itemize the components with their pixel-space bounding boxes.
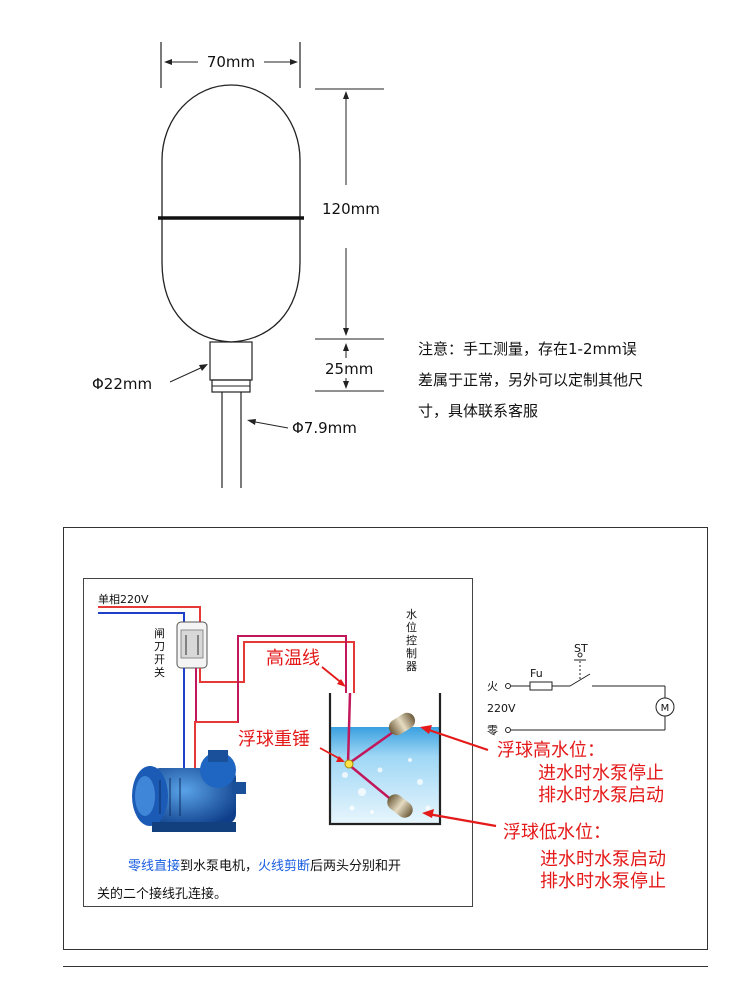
float-high-line-1: 进水时水泵停止	[538, 763, 664, 784]
measurement-note: 注意：手工测量，存在1-2mm误 差属于正常，另外可以定制其他尺 寸，具体联系客…	[418, 334, 718, 427]
caption-mid-2: 后两头分别和开	[310, 859, 401, 874]
switch-label: ST	[574, 642, 588, 655]
note-line-3: 寸，具体联系客服	[418, 402, 539, 420]
float-low-title: 浮球低水位：	[503, 822, 611, 843]
circuit-voltage-label: 220V	[487, 702, 516, 715]
live-red-wire-3	[194, 721, 238, 770]
neck-dimension-label: 25mm	[325, 360, 373, 378]
fuse-symbol	[529, 681, 553, 691]
note-line-1: 注意：手工测量，存在1-2mm误	[418, 340, 637, 358]
cable-diameter-label: Φ7.9mm	[292, 419, 357, 437]
controller-char-2: 位	[406, 620, 417, 634]
wiring-caption-line-1: 零线直接到水泵电机，火线剪断后两头分别和开	[128, 858, 401, 874]
supply-red-wire	[98, 606, 201, 622]
float-cable-high	[347, 728, 397, 766]
controller-char-5: 器	[406, 660, 417, 673]
supply-blue-wire	[98, 612, 185, 622]
float-high-line-2: 排水时水泵启动	[538, 785, 664, 806]
wiring-diagram-frame	[63, 527, 708, 950]
knife-switch-char-2: 刀	[154, 640, 165, 653]
float-ball-outline	[161, 84, 301, 343]
circuit-neutral-label: 零	[487, 724, 498, 737]
caption-live: 火线剪断	[258, 858, 310, 874]
note-line-2: 差属于正常，另外可以定制其他尺	[418, 371, 644, 389]
motor-label: M	[661, 703, 670, 714]
circuit-live-label: 火	[487, 680, 498, 693]
water-bubbles	[342, 758, 431, 814]
float-cable-low	[347, 763, 395, 803]
float-low-line-2: 排水时水泵停止	[540, 871, 666, 892]
height-dimension-label: 120mm	[322, 200, 380, 218]
float-weight-label: 浮球重锤	[238, 729, 310, 750]
single-phase-label: 单相220V	[98, 593, 149, 606]
fuse-label: Fu	[530, 667, 543, 680]
float-low-line-1: 进水时水泵启动	[540, 849, 666, 870]
live-red-wire-1	[199, 641, 355, 693]
float-weight-dot	[344, 759, 354, 769]
arrow-high-float	[425, 727, 489, 752]
float-high	[388, 712, 416, 736]
knife-switch-char-4: 关	[154, 665, 165, 679]
switch-symbol	[569, 673, 591, 687]
width-dimension-label: 70mm	[207, 53, 255, 71]
arrow-low-float	[427, 812, 497, 828]
high-temp-wire-label: 高温线	[266, 648, 320, 669]
controller-char-3: 控	[406, 633, 417, 647]
knife-switch-char-3: 开	[154, 653, 165, 666]
wiring-caption-line-2: 关的二个接线孔连接。	[97, 886, 227, 902]
caption-mid-1: 到水泵电机，	[180, 859, 258, 874]
dimension-drawing: 70mm 120mm 25mm Φ22mm Φ7.9mm	[92, 42, 384, 488]
live-red-wire-2	[195, 635, 347, 723]
tank-outline	[328, 693, 442, 826]
float-high-title: 浮球高水位：	[497, 740, 605, 761]
next-frame-edge	[63, 966, 708, 987]
water-pump	[132, 750, 246, 832]
float-low	[387, 794, 413, 818]
caption-neutral: 零线直接	[128, 858, 180, 874]
float-cable-up	[346, 692, 352, 765]
circuit-schematic: 火 220V 零 Fu ST M	[487, 642, 675, 737]
knife-switch-char-1: 闸	[154, 627, 165, 640]
neck-diameter-label: Φ22mm	[92, 375, 152, 393]
controller-char-1: 水	[406, 608, 417, 621]
controller-char-4: 制	[406, 647, 417, 660]
